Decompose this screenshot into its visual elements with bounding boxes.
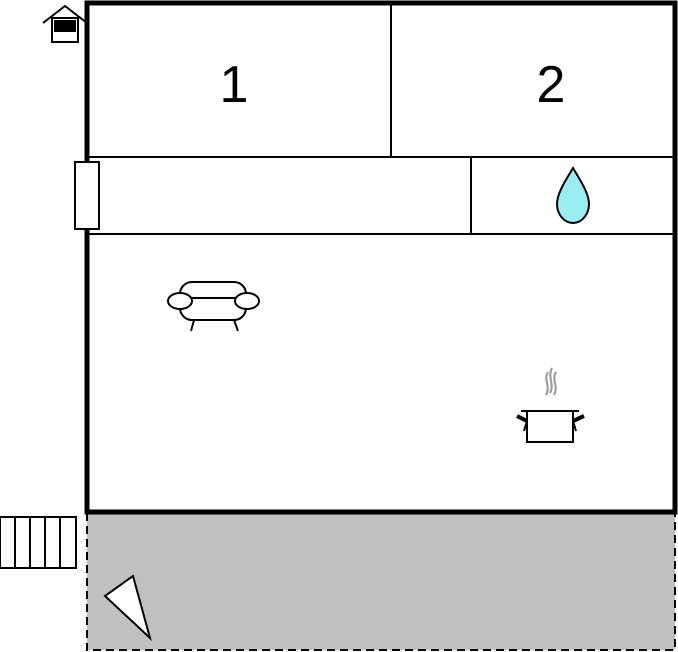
building-outline — [84, 0, 678, 515]
stairs-icon — [0, 516, 77, 569]
terrace-triangle-icon — [103, 574, 152, 642]
window — [74, 161, 100, 230]
water-drop-icon — [555, 166, 591, 225]
house-entrance-icon — [42, 4, 88, 43]
terrace — [86, 511, 676, 651]
sofa-icon — [167, 281, 260, 332]
room-label-1: 1 — [220, 56, 249, 114]
room-label-2: 2 — [537, 56, 566, 114]
cooking-pot-icon — [516, 367, 585, 443]
